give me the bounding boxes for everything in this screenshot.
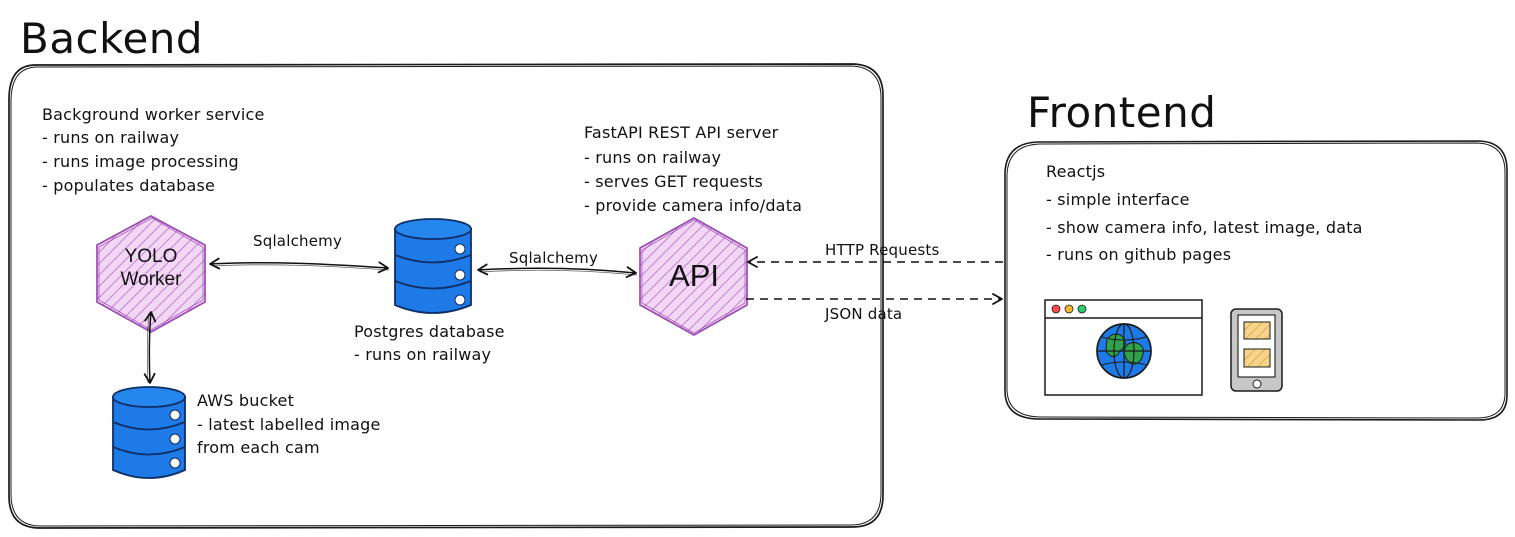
api-notes-line: - provide camera info/data bbox=[584, 196, 802, 215]
worker-notes-line: - populates database bbox=[42, 176, 215, 195]
aws-bucket-node bbox=[112, 386, 186, 479]
connector-json-data: JSON data bbox=[746, 293, 1003, 323]
postgres-notes-line: Postgres database bbox=[354, 322, 505, 341]
api-label: API bbox=[669, 258, 719, 293]
worker-notes-line: - runs on railway bbox=[42, 128, 179, 147]
worker-notes: Background worker service - runs on rail… bbox=[42, 105, 265, 195]
backend-title: Backend bbox=[20, 14, 203, 63]
mobile-phone-icon bbox=[1230, 308, 1283, 392]
api-notes-line: - runs on railway bbox=[584, 148, 721, 167]
api-notes: FastAPI REST API server - runs on railwa… bbox=[584, 123, 802, 215]
hexagon-icon bbox=[639, 217, 748, 336]
api-notes-line: FastAPI REST API server bbox=[584, 123, 779, 142]
postgres-database-node bbox=[394, 218, 472, 314]
connector-db-api: Sqlalchemy bbox=[477, 249, 638, 278]
aws-notes-line: - latest labelled image bbox=[197, 415, 381, 434]
worker-label: YOLO bbox=[125, 246, 178, 267]
browser-window-icon bbox=[1044, 299, 1203, 396]
edge-label-db-api: Sqlalchemy bbox=[509, 249, 598, 267]
worker-label: Worker bbox=[121, 269, 183, 290]
aws-notes-line: from each cam bbox=[197, 438, 320, 457]
yolo-worker-node: YOLO Worker bbox=[96, 215, 206, 333]
globe-icon bbox=[1096, 323, 1152, 379]
frontend-notes-line: Reactjs bbox=[1046, 162, 1105, 181]
frontend-container bbox=[1004, 140, 1508, 421]
api-node: API bbox=[639, 217, 748, 336]
database-icon bbox=[394, 218, 472, 314]
frontend-title: Frontend bbox=[1027, 88, 1216, 137]
connector-worker-aws bbox=[143, 311, 157, 384]
postgres-notes-line: - runs on railway bbox=[354, 345, 491, 364]
frontend-notes-line: - show camera info, latest image, data bbox=[1046, 218, 1363, 237]
frontend-notes-line: - simple interface bbox=[1046, 190, 1190, 209]
backend-container bbox=[8, 63, 884, 529]
connector-worker-db: Sqlalchemy bbox=[209, 232, 390, 274]
edge-label-worker-db: Sqlalchemy bbox=[253, 232, 342, 250]
worker-notes-line: - runs image processing bbox=[42, 152, 239, 171]
api-notes-line: - serves GET requests bbox=[584, 172, 763, 191]
aws-notes-line: AWS bucket bbox=[197, 391, 294, 410]
edge-label-http-requests: HTTP Requests bbox=[825, 241, 940, 259]
frontend-notes: Reactjs - simple interface - show camera… bbox=[1046, 162, 1363, 264]
connector-http-requests: HTTP Requests bbox=[747, 241, 1003, 268]
edge-label-json-data: JSON data bbox=[824, 305, 902, 323]
frontend-notes-line: - runs on github pages bbox=[1046, 245, 1231, 264]
aws-notes: AWS bucket - latest labelled image from … bbox=[197, 391, 381, 457]
postgres-notes: Postgres database - runs on railway bbox=[354, 322, 505, 364]
worker-notes-line: Background worker service bbox=[42, 105, 265, 124]
database-icon bbox=[112, 386, 186, 479]
